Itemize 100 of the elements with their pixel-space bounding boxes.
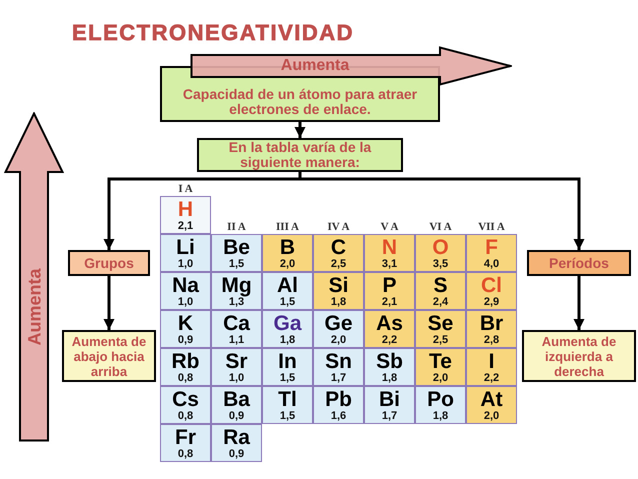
flow-box (197, 138, 403, 172)
element-symbol: Ge (324, 312, 352, 334)
electronegativity-value: 1,8 (280, 334, 296, 346)
group-label: V A (380, 221, 398, 233)
connector-arrow (104, 276, 114, 330)
electronegativity-value: 3,1 (382, 258, 398, 270)
element-symbol: H (178, 198, 194, 220)
electronegativity-value: 2,5 (432, 334, 448, 346)
arrow-label: Aumenta (24, 268, 44, 346)
element-tile (364, 348, 415, 386)
flow-text: Aumenta de izquierda a derecha (540, 334, 618, 378)
element-tile (160, 424, 211, 462)
electronegativity-value: 4,0 (484, 258, 500, 270)
title: ELECTRONEGATIVIDAD (72, 20, 354, 46)
element-tile (262, 348, 313, 386)
electronegativity-value: 1,5 (228, 258, 244, 270)
group-label: I A (178, 183, 193, 195)
element-symbol: Sr (225, 350, 248, 372)
flow-box (522, 330, 636, 382)
electronegativity-value: 1,5 (280, 410, 296, 422)
group-label: II A (227, 221, 246, 233)
electronegativity-value: 1,8 (382, 372, 398, 384)
element-symbol: O (432, 236, 449, 258)
element-symbol: Ca (223, 312, 250, 334)
electronegativity-value: 0,9 (228, 410, 244, 422)
electronegativity-value: 1,0 (178, 258, 194, 270)
element-tile (364, 386, 415, 424)
element-symbol: Sb (376, 350, 403, 372)
flow-box (527, 250, 631, 276)
electronegativity-value: 2,0 (432, 372, 448, 384)
electronegativity-value: 2,1 (382, 296, 398, 308)
connector-arrow (300, 178, 584, 250)
electronegativity-value: 1,7 (382, 410, 398, 422)
element-tile (466, 386, 517, 424)
electronegativity-value: 0,9 (228, 448, 244, 460)
element-symbol: Bi (379, 388, 400, 410)
flow-text: En la tabla varía de la siguiente manera: (228, 140, 372, 170)
element-tile (313, 386, 364, 424)
element-symbol: Na (172, 274, 199, 296)
electronegativity-value: 2,0 (280, 258, 296, 270)
electronegativity-value: 1,5 (280, 296, 296, 308)
element-tile (466, 234, 517, 272)
element-symbol: B (280, 236, 296, 258)
element-tile (211, 310, 262, 348)
element-tile (160, 196, 211, 234)
group-label: VI A (429, 221, 452, 233)
element-symbol: P (382, 274, 396, 296)
electronegativity-value: 2,0 (484, 410, 500, 422)
element-tile (160, 272, 211, 310)
electronegativity-value: 2,4 (432, 296, 448, 308)
electronegativity-value: 1,8 (432, 410, 448, 422)
element-tile (211, 386, 262, 424)
electronegativity-value: 2,8 (484, 334, 500, 346)
element-tile (466, 348, 517, 386)
element-tile (313, 310, 364, 348)
element-tile (415, 234, 466, 272)
arrow-label: Aumenta (280, 57, 350, 75)
block-arrow (4, 112, 64, 442)
element-tile (313, 272, 364, 310)
electronegativity-value: 1,0 (178, 296, 194, 308)
electronegativity-value: 2,0 (330, 334, 346, 346)
electronegativity-value: 2,9 (484, 296, 500, 308)
element-tile (313, 234, 364, 272)
flow-text: Períodos (549, 256, 609, 270)
electronegativity-value: 2,2 (382, 334, 398, 346)
block-arrow (190, 46, 512, 86)
element-tile (262, 272, 313, 310)
element-tile (262, 386, 313, 424)
element-tile (364, 234, 415, 272)
electronegativity-value: 1,3 (228, 296, 244, 308)
element-symbol: Te (429, 350, 452, 372)
element-symbol: As (376, 312, 403, 334)
element-tile (466, 272, 517, 310)
connector-arrow (574, 276, 584, 330)
element-symbol: N (382, 236, 398, 258)
element-symbol: F (485, 236, 498, 258)
electronegativity-value: 1,6 (330, 410, 346, 422)
element-tile (313, 348, 364, 386)
element-tile (364, 310, 415, 348)
element-symbol: Si (328, 274, 348, 296)
element-symbol: Be (223, 236, 250, 258)
element-symbol: I (488, 350, 494, 372)
element-symbol: Tl (278, 388, 297, 410)
element-tile (415, 348, 466, 386)
electronegativity-value: 1,1 (228, 334, 244, 346)
element-symbol: Al (277, 274, 298, 296)
electronegativity-value: 2,5 (330, 258, 346, 270)
electronegativity-value: 0,8 (178, 410, 194, 422)
element-tile (160, 348, 211, 386)
element-symbol: Rb (172, 350, 200, 372)
electronegativity-value: 1,8 (330, 296, 346, 308)
element-symbol: Se (428, 312, 454, 334)
element-tile (160, 234, 211, 272)
electronegativity-value: 0,9 (178, 334, 194, 346)
element-symbol: Cl (481, 274, 502, 296)
element-tile (262, 310, 313, 348)
element-symbol: Fr (175, 426, 196, 448)
element-symbol: Ga (273, 312, 302, 334)
electronegativity-value: 2,1 (178, 220, 194, 232)
electronegativity-value: 0,8 (178, 448, 194, 460)
